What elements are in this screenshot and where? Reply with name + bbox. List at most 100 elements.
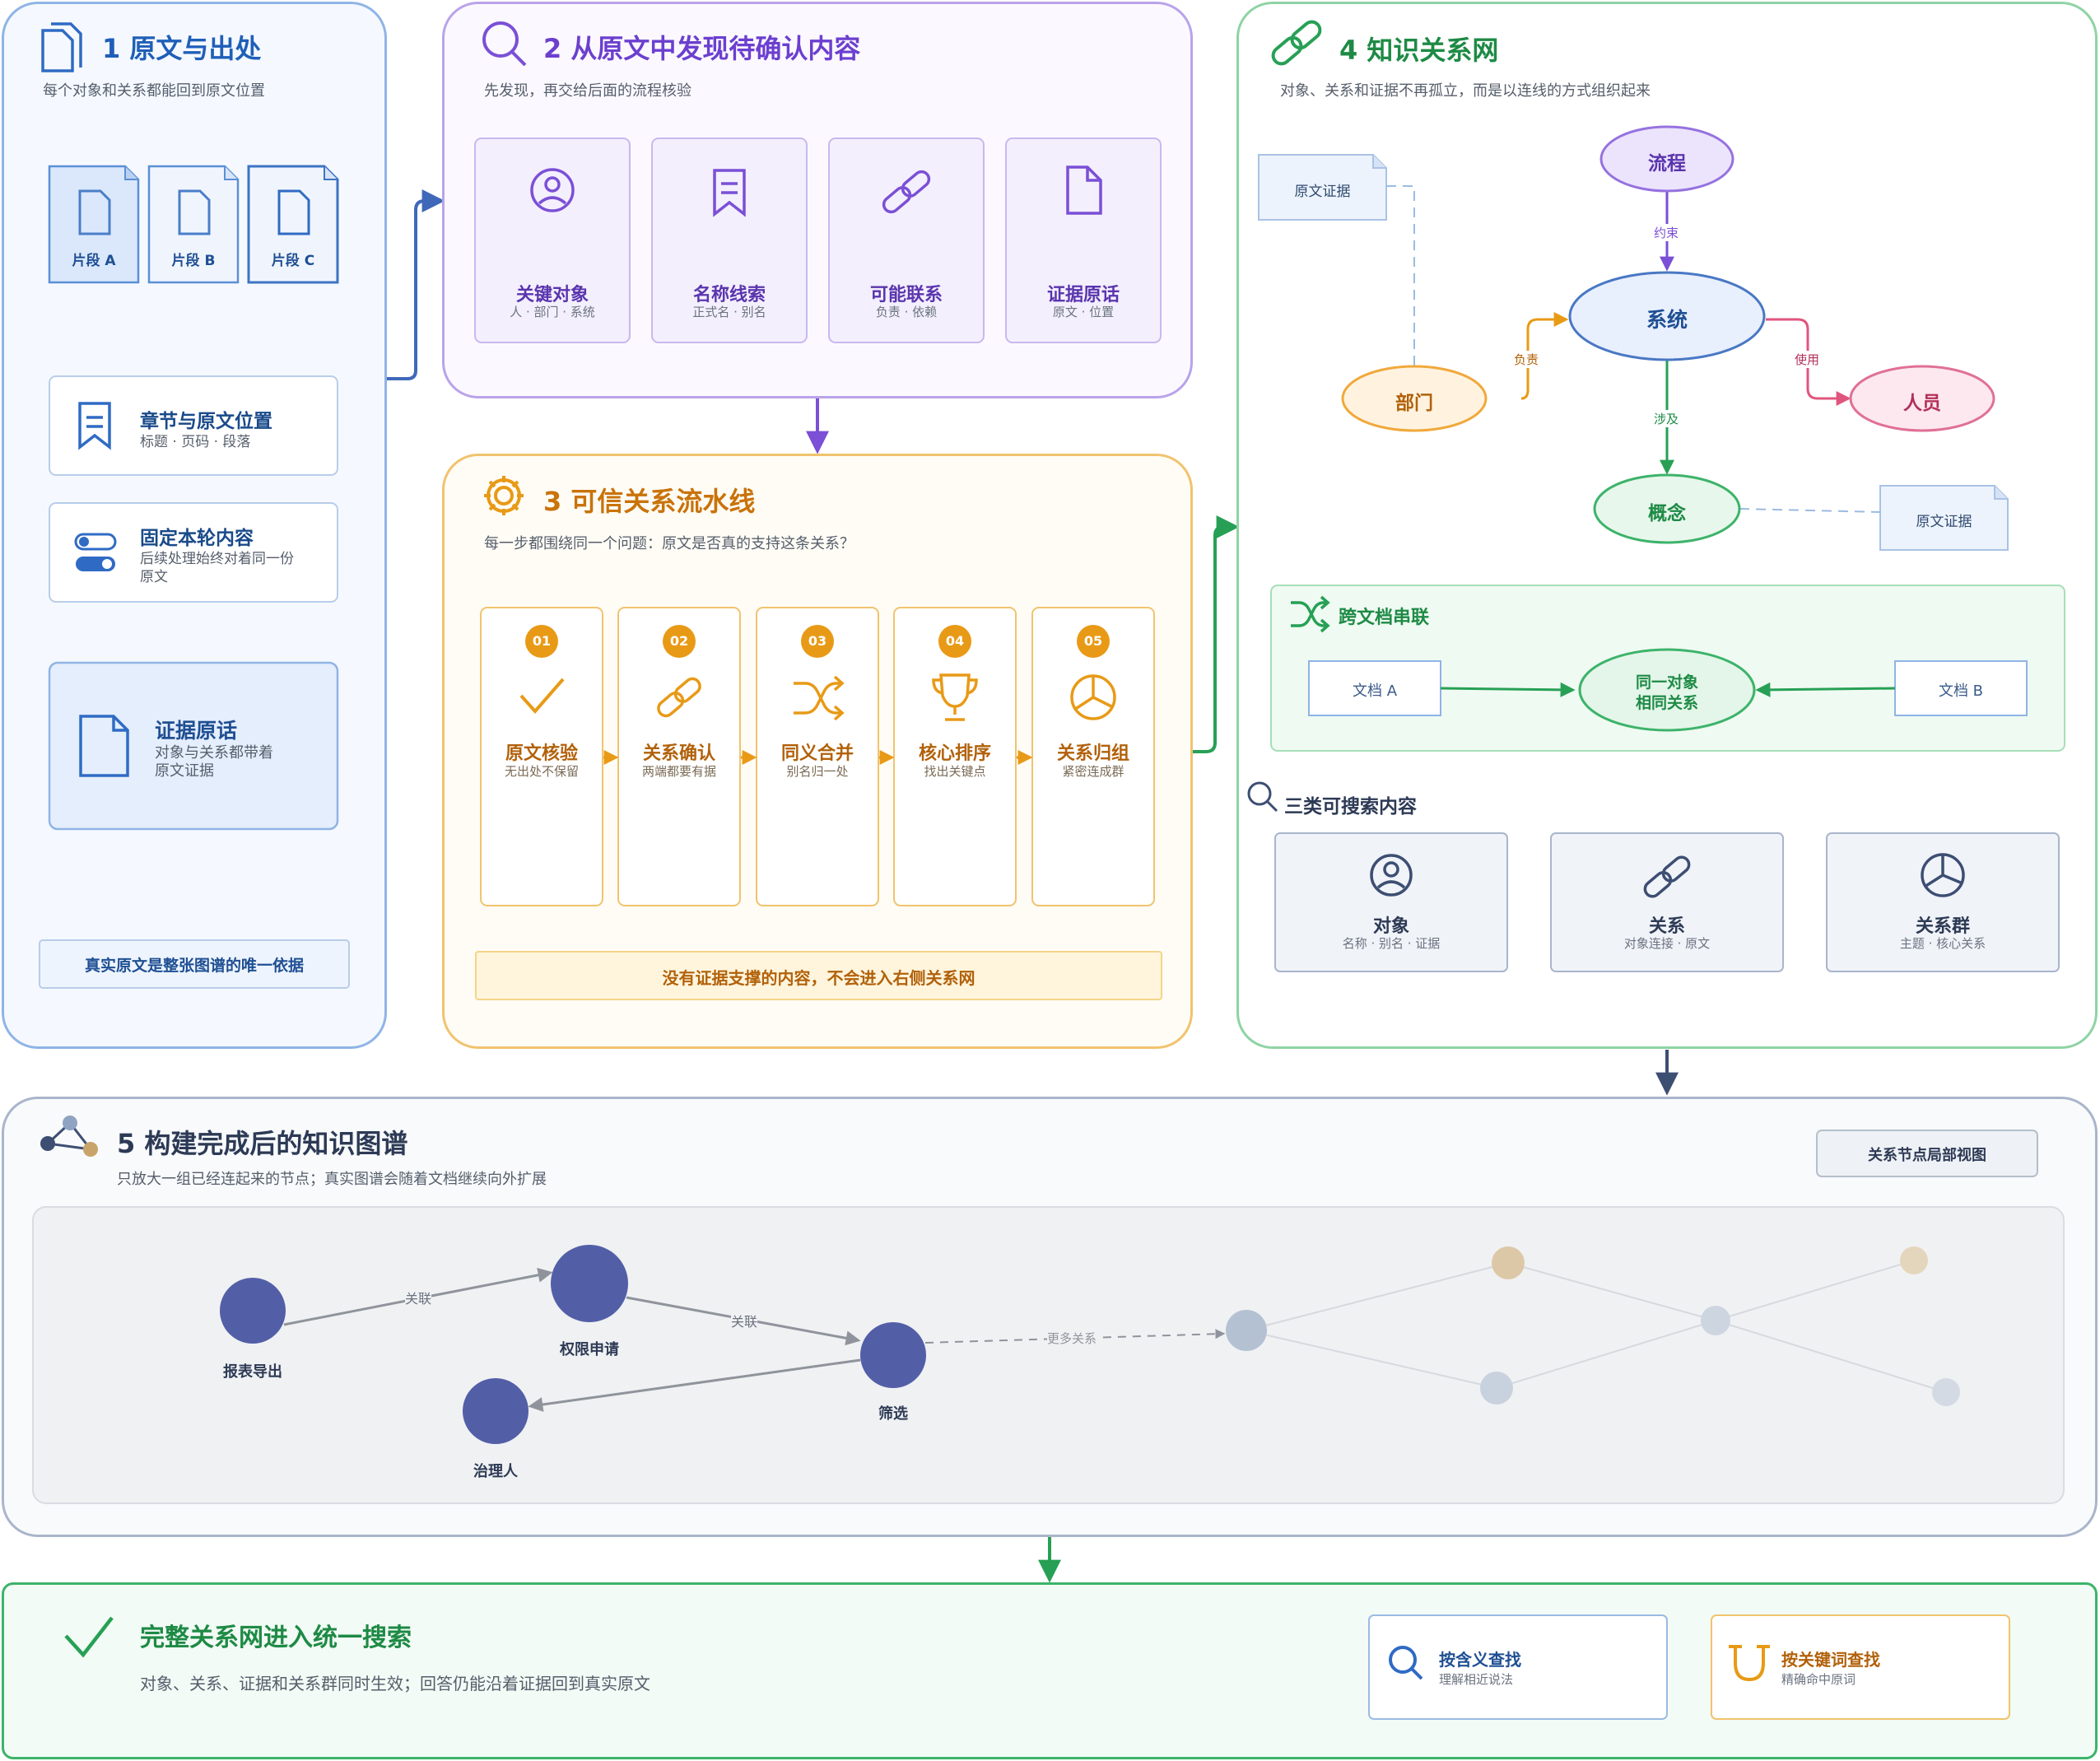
chapter-desc: 标题 · 页码 · 段落: [140, 434, 251, 450]
discover-card-desc: 负责 · 依赖: [875, 305, 938, 319]
discover-card-title: 名称线索: [692, 285, 766, 305]
check-icon: [519, 678, 565, 715]
fragment-a-card: [48, 165, 140, 284]
panel4-title: 4 知识关系网: [1339, 35, 1499, 66]
panel5-subtitle: 只放大一组已经连起来的节点；真实图谱会随着文档继续向外扩展: [117, 1171, 547, 1188]
graph-edge: [528, 1358, 861, 1412]
search-item-desc: 名称 · 别名 · 证据: [1342, 936, 1441, 951]
search-icon: [482, 21, 527, 67]
panel1-title: 1 原文与出处: [102, 33, 262, 64]
doc-b-box: [1894, 660, 2028, 716]
node-process-label: 流程: [1648, 153, 1686, 175]
step-cards: [480, 607, 1155, 906]
search-item-desc: 对象连接 · 原文: [1623, 936, 1711, 951]
edge-label-use: 使用: [1795, 351, 1820, 368]
faded-node: [1226, 1310, 1267, 1351]
evidence-note-label: 原文证据: [1916, 514, 1972, 530]
panel2-subtitle: 先发现，再交给后面的流程核验: [484, 82, 691, 100]
cross-doc-title: 跨文档串联: [1339, 608, 1430, 628]
node-process: [1599, 125, 1734, 193]
gear-icon: [484, 476, 524, 515]
discover-card-desc: 人 · 部门 · 系统: [510, 305, 595, 319]
link-icon: [657, 677, 701, 718]
pipeline-footer-box: [475, 951, 1162, 1000]
keyword-search-desc: 精确命中原词: [1781, 1672, 1856, 1687]
same-relation-label: 相同关系: [1635, 694, 1698, 712]
edge-label-involve: 涉及: [1654, 410, 1679, 427]
chapter-title: 章节与原文位置: [140, 411, 272, 432]
step-title: 同义合并: [780, 743, 854, 764]
pie-icon: [1070, 674, 1116, 720]
step-desc: 紧密连成群: [1062, 764, 1125, 779]
semantic-search-desc: 理解相近说法: [1439, 1672, 1514, 1687]
edge-doc-b: [1755, 682, 1896, 697]
node-person-label: 人员: [1903, 393, 1941, 414]
chapter-card: [49, 375, 338, 476]
bookmark-icon: [713, 169, 746, 217]
doc-a-label: 文档 A: [1352, 683, 1398, 700]
fixed-desc-line2: 原文: [140, 569, 168, 585]
semantic-search-box: [1368, 1614, 1668, 1720]
evidence-note-top: [1258, 154, 1387, 221]
documents-icon: [41, 22, 82, 72]
badge-box: [1816, 1130, 2038, 1177]
searchable-title: 三类可搜索内容: [1284, 796, 1417, 818]
pipeline-footer: 没有证据支撑的内容，不会进入右侧关系网: [662, 968, 975, 988]
step-title: 核心排序: [918, 743, 991, 764]
graph-node-report-export: [220, 1278, 286, 1344]
shuffle-icon: [1291, 595, 1330, 633]
graph-icon: [40, 1116, 98, 1157]
step-desc: 无出处不保留: [504, 764, 579, 779]
graph-node-governor: [463, 1378, 528, 1444]
search-item-title: 关系群: [1915, 916, 1970, 937]
evidence-link-concept: [1739, 508, 1881, 513]
graph-edge-label: 关联: [405, 1288, 432, 1307]
graph-node-label: 报表导出: [223, 1363, 282, 1381]
panel2-title: 2 从原文中发现待确认内容: [543, 33, 861, 64]
panel3-title: 3 可信关系流水线: [543, 486, 756, 517]
doc-b-label: 文档 B: [1938, 683, 1984, 700]
pie-icon: [1921, 853, 1965, 897]
fragment-c-card: [247, 165, 339, 284]
graph-node-label: 治理人: [473, 1463, 518, 1480]
search-item-title: 对象: [1372, 916, 1409, 937]
step-title: 原文核验: [505, 743, 578, 764]
fixed-title: 固定本轮内容: [140, 528, 254, 549]
step-number: 01: [532, 633, 552, 649]
fragment-c-label: 片段 C: [271, 253, 315, 269]
evidence-desc-line2: 原文证据: [155, 762, 214, 780]
graph-node-permission: [551, 1245, 628, 1322]
node-concept: [1593, 473, 1741, 544]
graph-node-label: 筛选: [878, 1405, 908, 1423]
step-desc: 找出关键点: [924, 764, 986, 779]
keyword-search-title[interactable]: 按关键词查找: [1781, 1650, 1880, 1670]
toggle-icon: [74, 533, 117, 571]
faded-node: [1480, 1372, 1513, 1405]
fragment-a-label: 片段 A: [72, 253, 116, 269]
node-same-object: [1578, 648, 1756, 732]
fragment-b-card: [147, 165, 240, 284]
faded-node: [1492, 1246, 1525, 1279]
step-number: 03: [808, 633, 827, 649]
graph-edge-label-more: 更多关系: [1047, 1330, 1097, 1347]
discover-card-desc: 原文 · 位置: [1052, 305, 1115, 319]
link-icon: [1271, 20, 1322, 66]
evidence-note-bottom: [1879, 485, 2009, 551]
semantic-search-title[interactable]: 按含义查找: [1439, 1650, 1521, 1670]
graph-node-filter: [860, 1322, 926, 1388]
edge-label-responsible: 负责: [1514, 351, 1539, 368]
panel1-footer-box: [39, 939, 350, 989]
panel1-subtitle: 每个对象和关系都能回到原文位置: [43, 82, 265, 100]
evidence-card: [48, 661, 339, 831]
node-dept-label: 部门: [1395, 393, 1433, 414]
node-concept-label: 概念: [1648, 503, 1686, 524]
evidence-note-label: 原文证据: [1294, 184, 1351, 200]
graph-node-label: 权限申请: [560, 1341, 619, 1358]
step-desc: 两端都要有据: [641, 764, 716, 779]
search-card-object: [1274, 832, 1508, 972]
faded-node: [1701, 1306, 1730, 1335]
evidence-link-dept: [1386, 185, 1415, 366]
